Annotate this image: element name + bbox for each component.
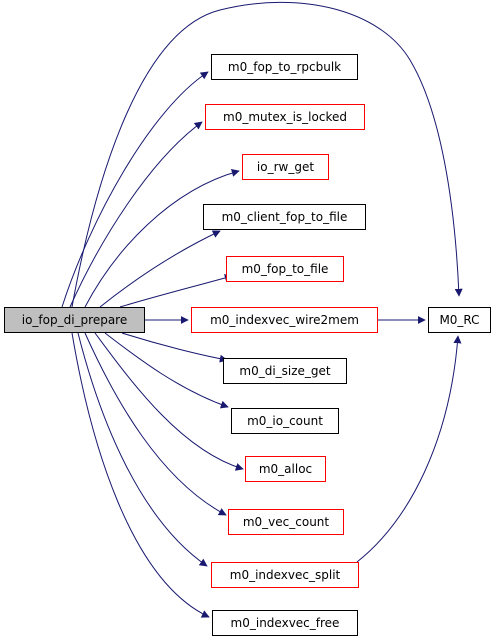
node-m0-indexvec-free[interactable]: m0_indexvec_free <box>212 610 358 636</box>
node-m0-vec-count[interactable]: m0_vec_count <box>228 509 344 535</box>
node-m0-client-fop-to-file[interactable]: m0_client_fop_to_file <box>203 204 366 230</box>
edge-root-to-io-rw-get <box>84 169 240 308</box>
edge-root-to-io-count <box>104 332 229 409</box>
edge-root-to-fop-to-file <box>119 274 233 308</box>
node-m0-indexvec-split[interactable]: m0_indexvec_split <box>211 562 359 588</box>
edge-root-to-fop-to-rpcbulk <box>61 71 209 308</box>
edge-root-to-di-size-get <box>121 332 228 363</box>
node-m0-di-size-get[interactable]: m0_di_size_get <box>223 358 347 384</box>
edge-root-to-indexvec-split <box>77 332 208 567</box>
edge-root-to-indexvec-free <box>71 332 210 618</box>
node-m0-io-count[interactable]: m0_io_count <box>231 408 339 434</box>
edge-indexvec-split-to-m0-rc <box>356 335 462 563</box>
node-m0-fop-to-rpcbulk[interactable]: m0_fop_to_rpcbulk <box>211 54 358 80</box>
node-m0-fop-to-file[interactable]: m0_fop_to_file <box>226 256 344 282</box>
node-m0-indexvec-wire2mem[interactable]: m0_indexvec_wire2mem <box>191 307 378 333</box>
node-m0-mutex-is-locked[interactable]: m0_mutex_is_locked <box>205 104 365 130</box>
node-m0-alloc[interactable]: m0_alloc <box>245 456 326 482</box>
edge-root-to-client-fop-to-file <box>99 230 221 308</box>
node-io-rw-get[interactable]: io_rw_get <box>242 154 329 180</box>
edge-root-to-alloc <box>94 332 244 471</box>
node-m0-rc[interactable]: M0_RC <box>428 307 491 333</box>
edge-root-to-m0-rc <box>71 1 463 308</box>
edge-root-to-vec-count <box>84 332 227 516</box>
node-io-fop-di-prepare[interactable]: io_fop_di_prepare <box>4 307 145 333</box>
edge-root-to-mutex-is-locked <box>69 121 203 308</box>
